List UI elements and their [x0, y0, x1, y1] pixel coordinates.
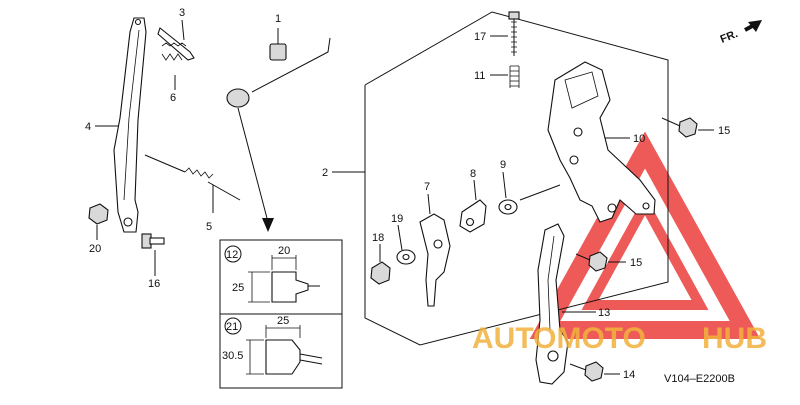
callout-labels: 1 2 3 4 5 6 7 8 9 10 11 13 14 15 15 16 1… [85, 7, 730, 381]
inset-bottom-id: 21 [226, 321, 238, 333]
part-10-bracket [547, 61, 656, 223]
callout-5: 5 [206, 221, 212, 233]
watermark-text: AUTOMOTO HUB [472, 322, 767, 355]
callout-17: 17 [474, 31, 486, 43]
inset-bottom-width: 25 [277, 315, 289, 327]
part-15-bolt-upper [661, 117, 714, 138]
part-14-bolt [569, 361, 620, 382]
part-1-cable [226, 28, 331, 232]
inset-top-height: 25 [232, 282, 244, 294]
detail-inset [219, 239, 343, 389]
part-4-lever [95, 17, 147, 233]
callout-6: 6 [170, 92, 176, 104]
watermark-logo [529, 131, 761, 339]
part-8-plate [459, 179, 487, 233]
callout-9: 9 [500, 159, 506, 171]
callout-13: 13 [598, 307, 610, 319]
part-6-spring [161, 53, 183, 90]
inset-labels: 12 21 20 25 25 30.5 [222, 245, 290, 362]
part-15-bolt-lower [575, 251, 626, 272]
part-3-clip [157, 19, 195, 61]
part-11-spring [490, 65, 520, 88]
part-9-washer [498, 171, 561, 215]
watermark-word-1: AUTOMOTO [472, 322, 646, 355]
callout-2: 2 [322, 167, 328, 179]
part-17-screw [490, 11, 520, 56]
watermark-word-2: HUB [702, 322, 767, 355]
callout-16: 16 [148, 278, 160, 290]
callout-11: 11 [474, 70, 485, 82]
diagram-code: V104–E2200B [664, 373, 735, 385]
callout-18: 18 [372, 232, 384, 244]
part-19-washer [396, 224, 416, 265]
callout-8: 8 [470, 168, 476, 180]
callout-15-lower: 15 [630, 257, 642, 269]
part-5-spring-rod [144, 154, 241, 213]
callout-19: 19 [391, 213, 403, 225]
inset-bottom-height: 30.5 [222, 350, 243, 362]
callout-3: 3 [179, 7, 185, 19]
part-16-bolt [141, 233, 165, 276]
inset-top-id: 12 [226, 249, 238, 261]
direction-arrow: FR. [719, 20, 762, 46]
callout-10: 10 [633, 133, 645, 145]
part-13-lever [535, 223, 596, 385]
part-18-nut [370, 244, 391, 285]
callout-7: 7 [424, 181, 430, 193]
callout-4: 4 [85, 121, 91, 133]
callout-20: 20 [89, 243, 101, 255]
direction-label: FR. [719, 28, 740, 46]
part-7-arm [419, 193, 451, 307]
inset-top-width: 20 [278, 245, 290, 257]
assembly-outline [332, 11, 669, 346]
callout-15-upper: 15 [718, 125, 730, 137]
callout-14: 14 [623, 369, 635, 381]
callout-1: 1 [275, 13, 281, 25]
part-20-nut [88, 203, 109, 240]
